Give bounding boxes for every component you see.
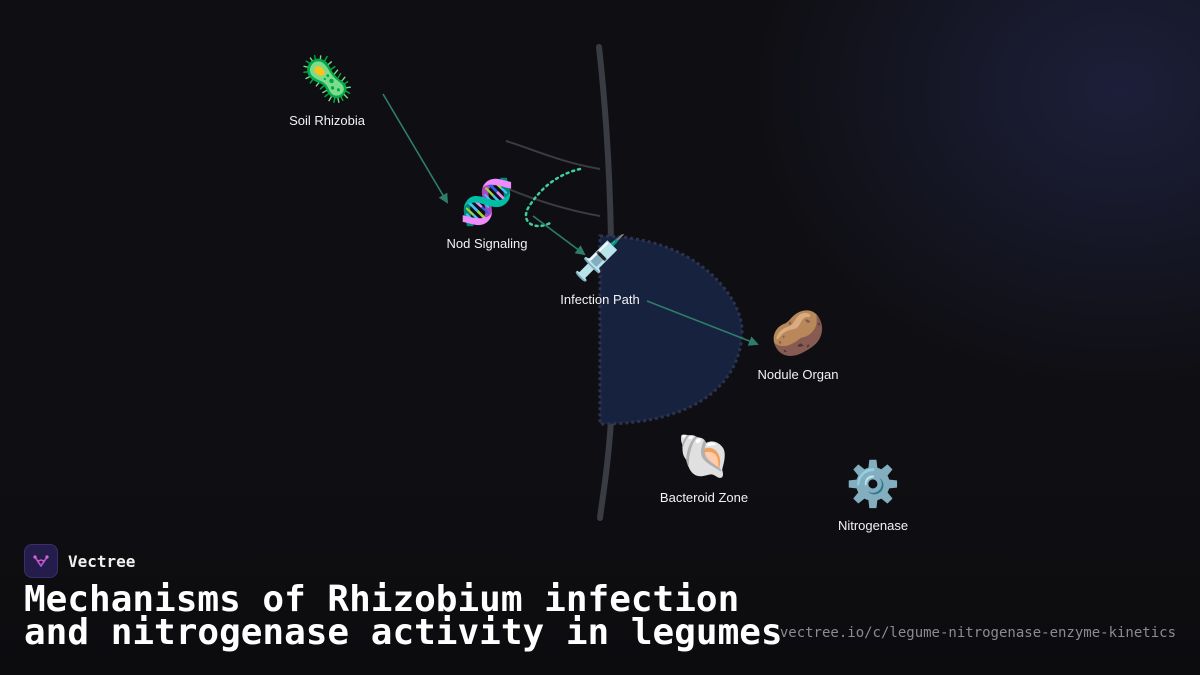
shell-icon: 🐚 [676,431,732,482]
node-nitrogenase[interactable]: ⚙️ Nitrogenase [837,459,909,534]
node-label: Nitrogenase [837,518,909,533]
arrow-infection-to-nodule [646,300,759,346]
root-hair-upper [505,140,601,170]
node-bacteroid-zone[interactable]: 🐚 Bacteroid Zone [659,431,749,506]
root-hair-lower [505,187,601,217]
node-label: Nod Signaling [446,236,528,251]
source-url[interactable]: vectree.io/c/legume-nitrogenase-enzyme-k… [779,625,1176,641]
node-nod-signaling[interactable]: 🧬 Nod Signaling [446,177,528,252]
vectree-logo-icon [24,544,58,578]
node-label: Nodule Organ [757,367,839,382]
syringe-icon: 💉 [572,233,628,284]
nodule-shape [598,234,744,426]
page-title: Mechanisms of Rhizobium infection and ni… [24,579,783,653]
root-main-line [596,44,614,521]
node-infection-path[interactable]: 💉 Infection Path [560,233,640,308]
brand[interactable]: Vectree [24,544,135,578]
node-label: Infection Path [560,292,640,307]
dna-icon: 🧬 [459,177,515,228]
node-nodule-organ[interactable]: 🥔 Nodule Organ [757,308,839,383]
brand-name: Vectree [68,551,136,571]
infection-thread-dotted [524,167,582,228]
node-label: Bacteroid Zone [659,490,749,505]
arrow-rhizobia-to-nod [382,93,449,204]
arrow-nod-to-infection [532,215,586,256]
potato-icon: 🥔 [770,308,826,359]
node-soil-rhizobia[interactable]: 🦠 Soil Rhizobia [289,54,365,129]
bacteria-icon: 🦠 [299,54,355,105]
node-label: Soil Rhizobia [289,113,365,128]
gear-icon: ⚙️ [845,459,901,510]
pointer-infection [605,234,623,249]
